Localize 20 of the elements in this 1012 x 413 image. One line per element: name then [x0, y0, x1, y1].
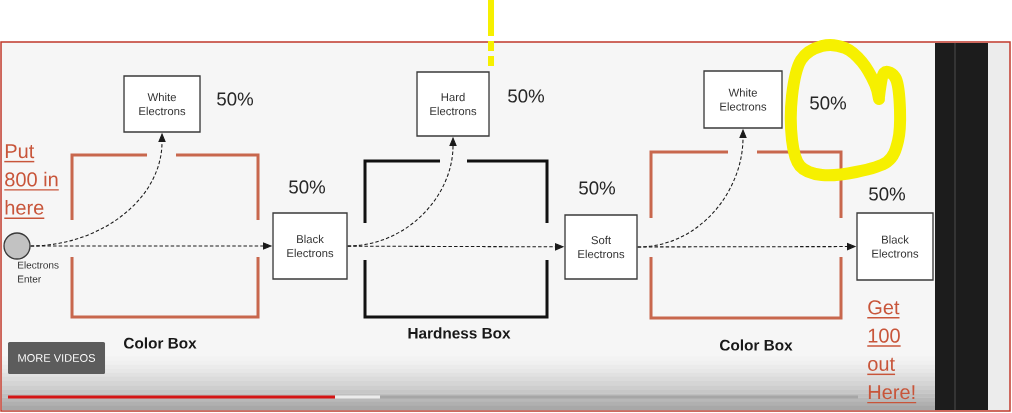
label-box: Hard Electrons: [416, 71, 490, 137]
box-title: Color Box: [720, 339, 793, 351]
label-box: White Electrons: [123, 75, 201, 133]
percentage-label: 50%: [289, 180, 325, 194]
box-title: Color Box: [124, 337, 197, 349]
box-title: Hardness Box: [408, 327, 511, 339]
percentage-label: 50%: [508, 89, 544, 103]
label-box: White Electrons: [703, 70, 783, 129]
circle: [3, 232, 31, 260]
overlay-button: MORE VIDEOS: [8, 342, 105, 374]
percentage-label: 50%: [217, 92, 253, 106]
annotation-text: Get 100 out Here!: [866, 300, 917, 404]
label-box: Black Electrons: [272, 212, 348, 280]
percentage-label: 50%: [869, 187, 905, 201]
label-box: Black Electrons: [856, 212, 934, 281]
percentage-label: 50%: [810, 96, 846, 110]
node-label: Electrons Enter: [18, 261, 59, 283]
label-box: Soft Electrons: [564, 214, 638, 280]
percentage-label: 50%: [579, 181, 615, 195]
annotation-text: Put 800 in here: [3, 144, 60, 219]
